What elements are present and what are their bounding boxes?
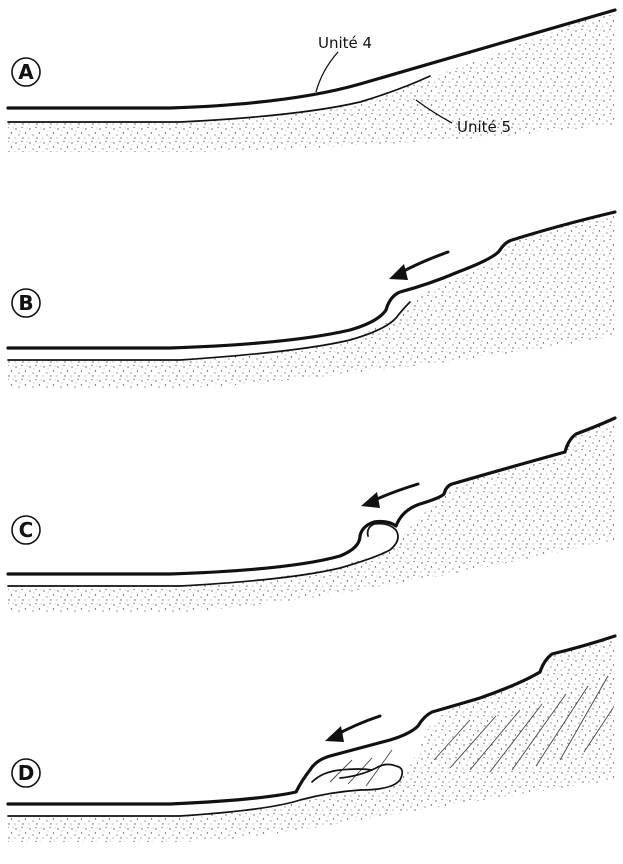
panel-label-a: A (12, 58, 40, 86)
unit4-label: Unité 4 (318, 34, 372, 52)
panel-letter-c: C (19, 518, 34, 542)
substrate-fill (8, 212, 615, 388)
panel-c: C (8, 418, 615, 612)
unit4-leader (316, 52, 338, 92)
arrowhead-d (325, 726, 344, 742)
unit5-label: Unité 5 (457, 118, 511, 136)
panel-label-d: D (12, 759, 40, 787)
arrowhead-b (389, 264, 408, 280)
substrate-fill (8, 636, 615, 842)
substrate-fill (8, 418, 615, 612)
panel-a: A Unité 4 Unité 5 (8, 8, 615, 152)
substrate-fill (8, 8, 615, 152)
panel-letter-b: B (18, 291, 33, 315)
panel-letter-a: A (18, 60, 34, 84)
panel-letter-d: D (18, 761, 35, 785)
panel-label-b: B (12, 289, 40, 317)
panel-d: D (8, 636, 615, 842)
arrowhead-c (361, 492, 380, 508)
panel-label-c: C (12, 516, 40, 544)
panel-b: B (8, 212, 615, 388)
